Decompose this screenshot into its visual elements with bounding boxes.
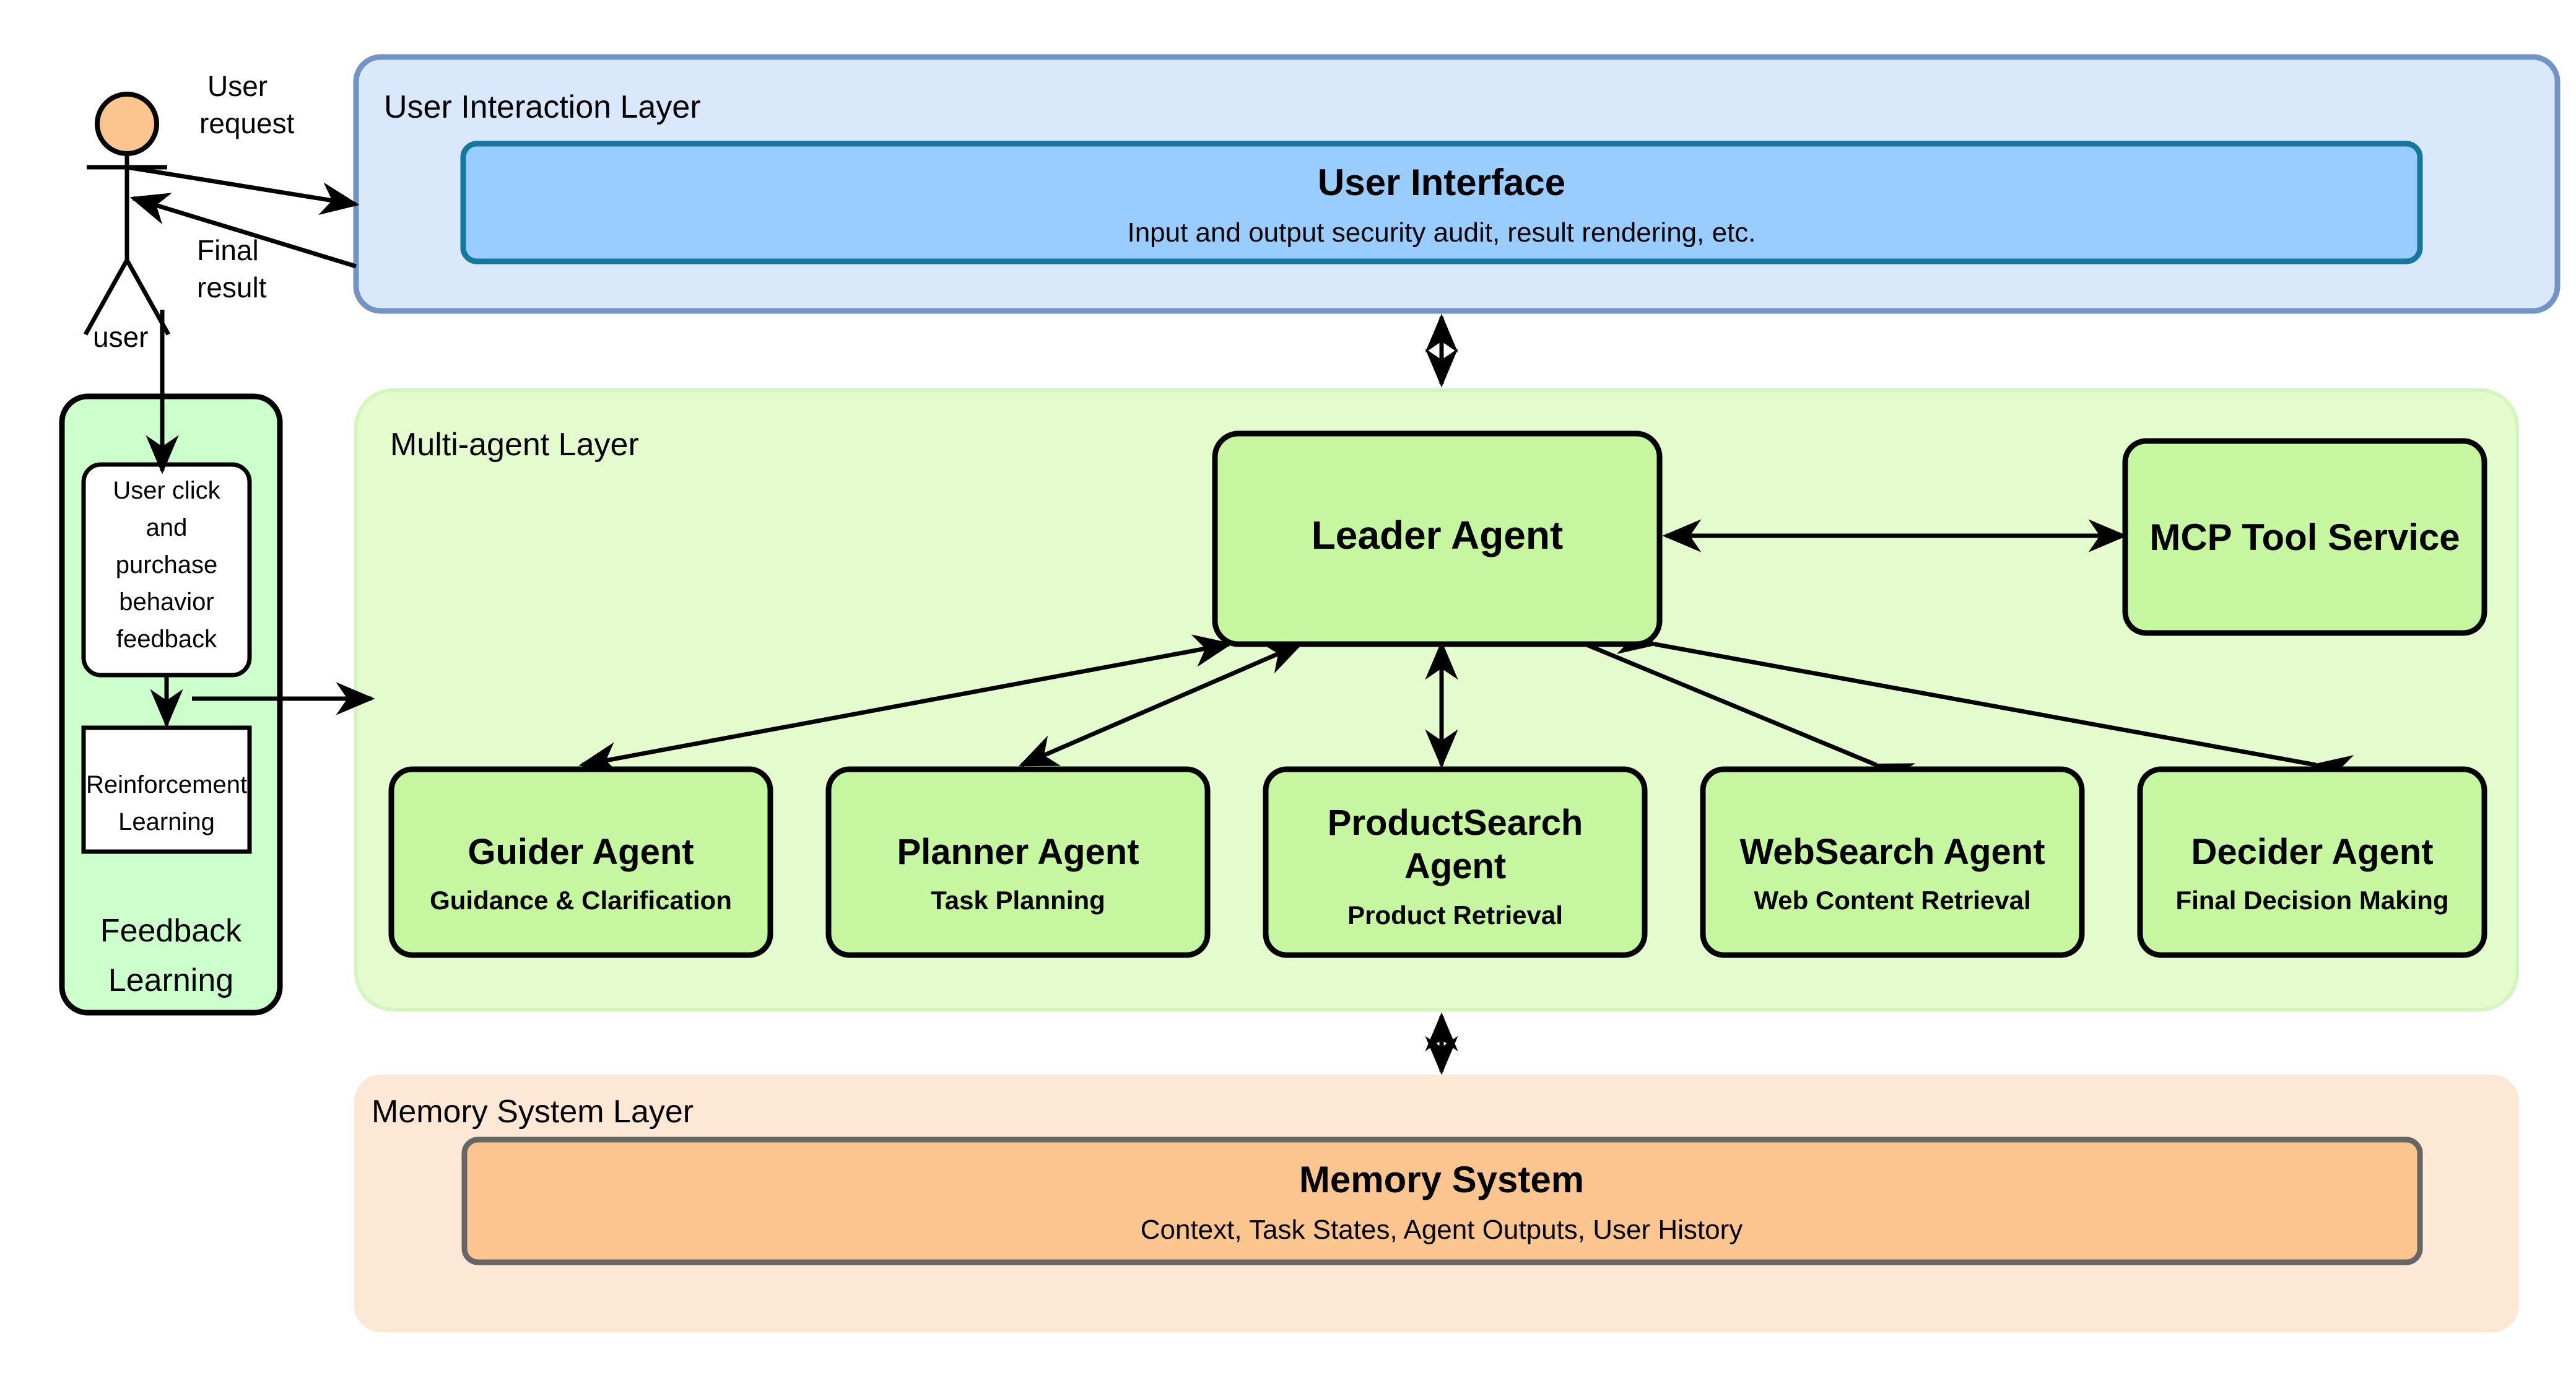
node-reinforcement-learning[interactable]: Reinforcement Learning [81,725,252,854]
feedback-line-3: purchase [116,551,218,578]
layer-memory-system: Memory System Layer Memory System Contex… [354,1075,2519,1332]
feedback-title-line-1: Feedback [100,913,242,949]
actor-user[interactable]: user [83,92,171,353]
box-title-user-interface: User Interface [1318,162,1565,203]
rl-line-2: Learning [118,808,215,836]
box-planner-agent[interactable]: Planner Agent Task Planning [825,766,1211,958]
edge-label-user-request-line2: request [199,107,295,139]
edge-leader-decider [1616,621,2354,788]
box-title-decider-agent: Decider Agent [2191,832,2433,872]
box-title-productsearch-agent-line2: Agent [1404,846,1506,886]
rl-line-1: Reinforcement [86,771,247,798]
box-productsearch-agent[interactable]: ProductSearch Agent Product Retrieval [1263,766,1648,958]
box-decider-agent[interactable]: Decider Agent Final Decision Making [2137,766,2487,958]
box-title-websearch-agent: WebSearch Agent [1739,832,2045,872]
node-user-behavior-feedback[interactable]: User click and purchase behavior feedbac… [81,462,252,678]
box-subtitle-productsearch-agent: Product Retrieval [1347,901,1563,930]
edge-label-final-result-line2: result [197,271,267,303]
feedback-line-2: and [146,514,188,541]
edge-leader-planner [1018,642,1304,767]
feedback-title-line-2: Learning [108,962,233,998]
box-user-interface[interactable]: User Interface Input and output security… [460,141,2423,264]
box-subtitle-planner-agent: Task Planning [931,886,1105,915]
edge-label-final-result-line1: Final [197,234,259,266]
layer-title-multi-agent: Multi-agent Layer [390,427,639,463]
feedback-line-5: feedback [116,626,217,653]
box-title-productsearch-agent-line1: ProductSearch [1328,803,1583,843]
box-memory-system[interactable]: Memory System Context, Task States, Agen… [461,1137,2423,1265]
actor-label: user [93,321,148,353]
box-subtitle-decider-agent: Final Decision Making [2175,886,2448,915]
box-title-leader-agent: Leader Agent [1312,513,1564,557]
layer-title-user-interaction: User Interaction Layer [384,89,701,125]
box-title-memory-system: Memory System [1299,1159,1584,1200]
box-guider-agent[interactable]: Guider Agent Guidance & Clarification [388,766,773,958]
box-websearch-agent[interactable]: WebSearch Agent Web Content Retrieval [1700,766,2085,958]
edge-user-request: User request [126,70,360,216]
feedback-line-1: User click [113,477,220,504]
edge-final-result: Final result [129,193,357,303]
box-leader-agent[interactable]: Leader Agent [1212,430,1663,647]
box-subtitle-websearch-agent: Web Content Retrieval [1754,886,2030,915]
box-subtitle-user-interface: Input and output security audit, result … [1127,217,1756,248]
box-subtitle-guider-agent: Guidance & Clarification [430,886,732,915]
box-subtitle-memory-system: Context, Task States, Agent Outputs, Use… [1141,1215,1743,1245]
box-title-mcp-tool-service: MCP Tool Service [2149,517,2460,558]
box-mcp-tool-service[interactable]: MCP Tool Service [2122,438,2487,636]
edge-label-user-request-line1: User [207,70,268,102]
box-title-planner-agent: Planner Agent [897,832,1139,872]
layer-title-memory-system: Memory System Layer [372,1094,694,1130]
feedback-learning-container[interactable]: User click and purchase behavior feedbac… [59,393,283,1016]
box-title-guider-agent: Guider Agent [468,832,694,872]
layer-user-interaction: User Interaction Layer User Interface In… [353,54,2561,314]
feedback-line-4: behavior [119,588,214,616]
